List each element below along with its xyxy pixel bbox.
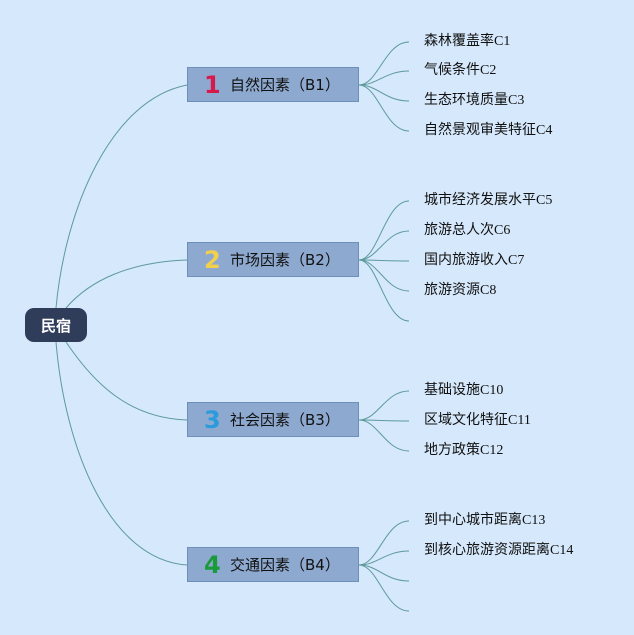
branch-2-leaf-3-line [358, 259, 410, 262]
branch-1-leaf-2-line [358, 70, 410, 86]
leaf-c7[interactable]: 国内旅游收入C7 [424, 253, 525, 268]
branch-1-leaf-4-line [358, 84, 410, 132]
leaf-c1[interactable]: 森林覆盖率C1 [424, 34, 511, 49]
branch-3-leaf-1-line [358, 390, 410, 421]
root-to-b3-line [65, 341, 188, 421]
root-label: 民宿 [40, 316, 71, 335]
branch-1-leaf-1-line [358, 41, 410, 86]
leaf-c2[interactable]: 气候条件C2 [424, 63, 497, 78]
branch-label: 交通因素（B4） [230, 556, 340, 574]
leaf-c6[interactable]: 旅游总人次C6 [424, 223, 511, 238]
leaf-c13[interactable]: 到中心城市距离C13 [424, 513, 546, 528]
branch-2-leaf-2-line [358, 230, 410, 261]
leaf-c10[interactable]: 基础设施C10 [424, 383, 504, 398]
root-to-b1-line [55, 84, 188, 309]
leaf-c5[interactable]: 城市经济发展水平C5 [424, 193, 553, 208]
branch-3-leaf-2-line [358, 419, 410, 422]
branch-natural-factors[interactable]: 1 自然因素（B1） [187, 67, 359, 102]
root-to-b4-line [55, 341, 188, 566]
branch-label: 社会因素（B3） [230, 411, 340, 429]
leaf-c14[interactable]: 到核心旅游资源距离C14 [424, 543, 574, 558]
leaf-c12[interactable]: 地方政策C12 [424, 443, 504, 458]
number-3-icon: 3 [204, 405, 221, 434]
branch-2-leaf-5-line [358, 259, 410, 322]
number-1-icon: 1 [204, 70, 221, 99]
branch-label: 自然因素（B1） [230, 76, 340, 94]
branch-4-leaf-1-line [358, 520, 410, 566]
branch-social-factors[interactable]: 3 社会因素（B3） [187, 402, 359, 437]
root-to-b2-line [65, 259, 188, 309]
branch-3-leaf-3-line [358, 419, 410, 452]
branch-4-leaf-2-line [358, 550, 410, 566]
branch-2-leaf-1-line [358, 200, 410, 261]
branch-label: 市场因素（B2） [230, 251, 340, 269]
leaf-c11[interactable]: 区域文化特征C11 [424, 413, 531, 428]
leaf-c4[interactable]: 自然景观审美特征C4 [424, 123, 553, 138]
number-2-icon: 2 [204, 245, 221, 274]
leaf-c8[interactable]: 旅游资源C8 [424, 283, 497, 298]
branch-transport-factors[interactable]: 4 交通因素（B4） [187, 547, 359, 582]
number-4-icon: 4 [204, 550, 221, 579]
branch-market-factors[interactable]: 2 市场因素（B2） [187, 242, 359, 277]
branch-4-leaf-4-line [358, 564, 410, 612]
branch-2-leaf-4-line [358, 259, 410, 292]
leaf-c3[interactable]: 生态环境质量C3 [424, 93, 525, 108]
root-node[interactable]: 民宿 [25, 308, 87, 342]
